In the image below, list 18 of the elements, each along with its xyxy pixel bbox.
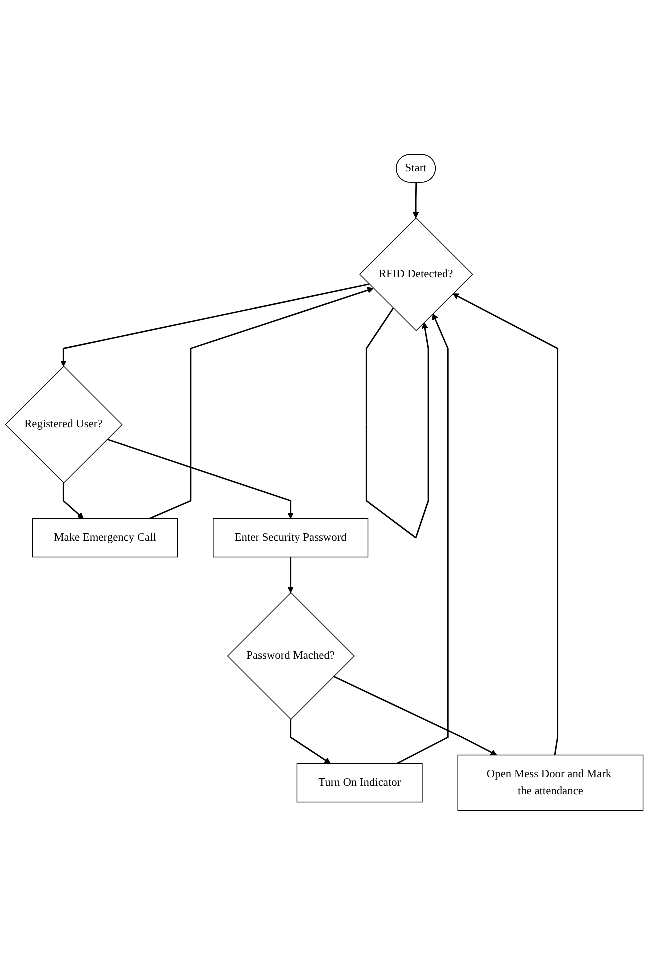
arrow bbox=[107, 439, 294, 520]
arrow bbox=[62, 483, 84, 520]
arrow bbox=[452, 294, 559, 756]
node-box: Enter Security Password bbox=[213, 518, 369, 558]
node-box: Turn On Indicator bbox=[296, 764, 423, 803]
node-box: Open Mess Door and Mark the attendance bbox=[458, 755, 644, 812]
node-diamond: Registered User? bbox=[5, 366, 123, 484]
node-diamond: Password Mached? bbox=[227, 592, 356, 720]
arrow bbox=[412, 183, 420, 219]
arrow bbox=[366, 308, 430, 539]
node-box: Make Emergency Call bbox=[32, 518, 178, 558]
arrow bbox=[290, 720, 332, 764]
arrow bbox=[149, 288, 374, 520]
arrow bbox=[60, 284, 370, 368]
arrow bbox=[334, 676, 498, 756]
node-diamond: RFID Detected? bbox=[360, 218, 474, 332]
arrow bbox=[288, 558, 294, 594]
arrow bbox=[396, 314, 449, 765]
